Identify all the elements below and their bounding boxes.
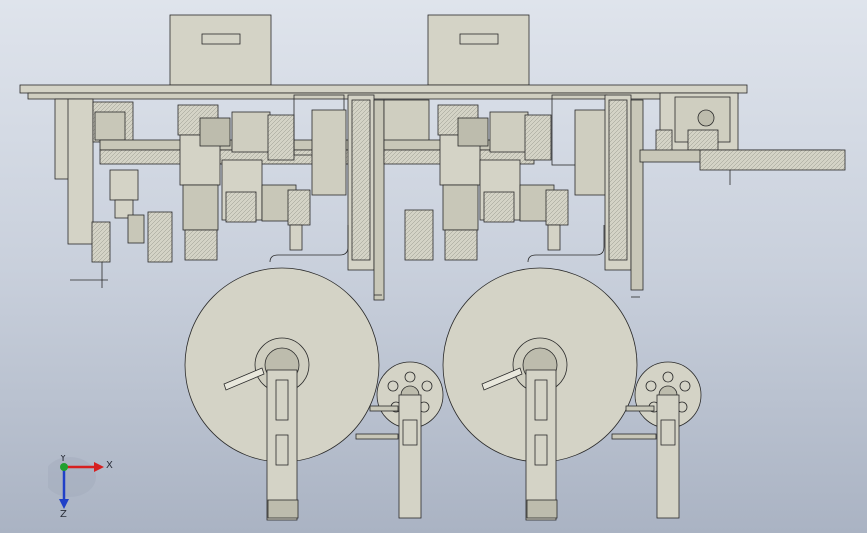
small-reel-right — [611, 361, 702, 519]
small-reel-left — [355, 361, 444, 519]
top-plate — [19, 84, 748, 94]
left-carriage — [177, 94, 347, 261]
coordinate-triad: X Y Z — [48, 455, 113, 517]
y-axis-dot — [60, 463, 68, 471]
right-column — [604, 94, 644, 298]
large-reel-left — [184, 267, 380, 521]
y-axis-label: Y — [59, 455, 67, 464]
large-reel-right — [442, 267, 638, 521]
left-column — [269, 94, 385, 301]
motor-housing-left — [169, 14, 272, 86]
output-conveyor — [639, 149, 846, 185]
z-axis-label: Z — [60, 509, 67, 517]
x-axis-label: X — [106, 460, 113, 471]
right-mechanism — [404, 94, 610, 263]
motor-housing-right — [427, 14, 530, 86]
